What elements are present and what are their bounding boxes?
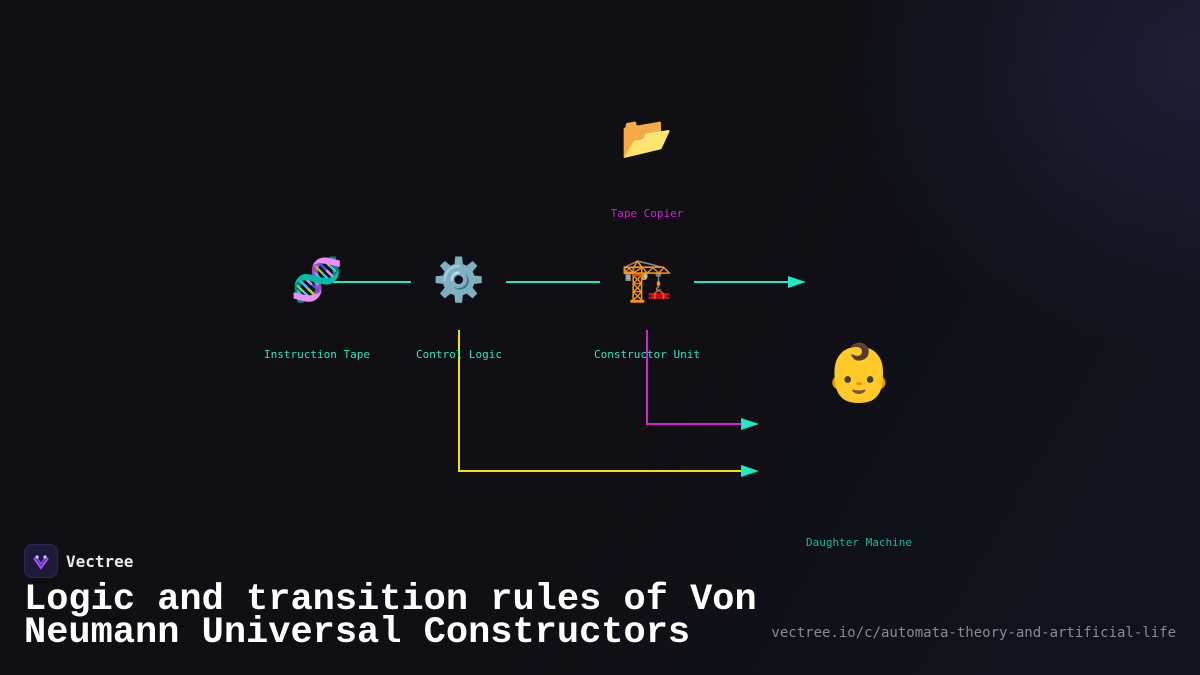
brand: Vectree <box>24 544 133 578</box>
node-label-daughter-machine: Daughter Machine <box>806 536 912 549</box>
vectree-logo-icon <box>24 544 58 578</box>
dna-icon: 🧬 <box>290 255 344 304</box>
node-label-instruction-tape: Instruction Tape <box>264 348 370 361</box>
arrowhead-constructor-to-daughter <box>741 418 759 430</box>
node-label-control-logic: Control Logic <box>415 348 503 361</box>
gear-icon: ⚙️ <box>432 255 486 304</box>
arrowhead-constructor-output <box>788 276 806 288</box>
edge-constructor-to-daughter <box>646 330 745 425</box>
folder-icon: 📂 <box>620 113 674 162</box>
baby-icon: 👶 <box>824 341 894 406</box>
node-label-tape-copier: Tape Copier <box>610 207 684 220</box>
brand-name: Vectree <box>66 551 134 571</box>
crane-icon: 🏗️ <box>620 255 674 304</box>
node-label-constructor-unit: Constructor Unit <box>594 348 700 361</box>
page-title: Logic and transition rules of Von Neuman… <box>24 579 757 654</box>
edge-control-to-daughter <box>458 330 745 472</box>
arrowhead-control-to-daughter <box>741 465 759 477</box>
source-url: vectree.io/c/automata-theory-and-artific… <box>771 625 1176 641</box>
